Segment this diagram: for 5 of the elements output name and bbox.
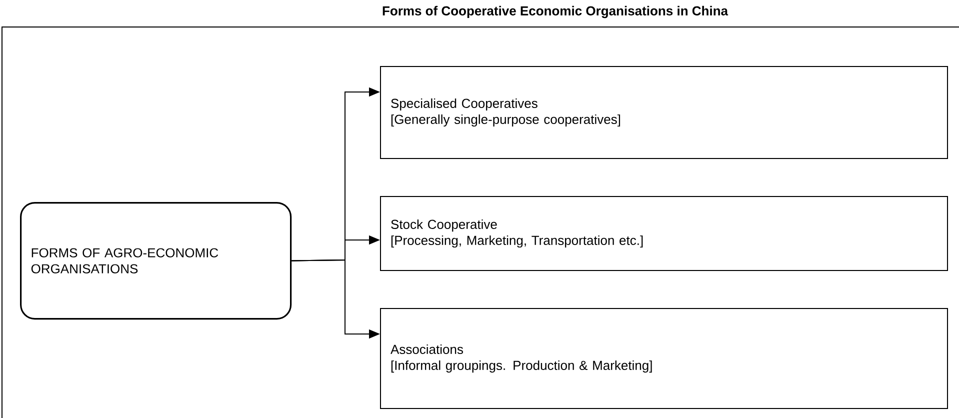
rounded-box: FORMS OF AGRO-ECONOMIC ORGANISATIONS [20,202,292,320]
text-box: Stock Cooperative [Processing, Marketing, Transportation etc.] [380,196,948,271]
text-box: Specialised Cooperatives [Generally single-purpose cooperatives] [380,66,948,159]
text-box: Associations [Informal groupings. Production & Marketing] [380,308,948,409]
title: Forms of Cooperative Economic Organisations in China [382,6,728,18]
